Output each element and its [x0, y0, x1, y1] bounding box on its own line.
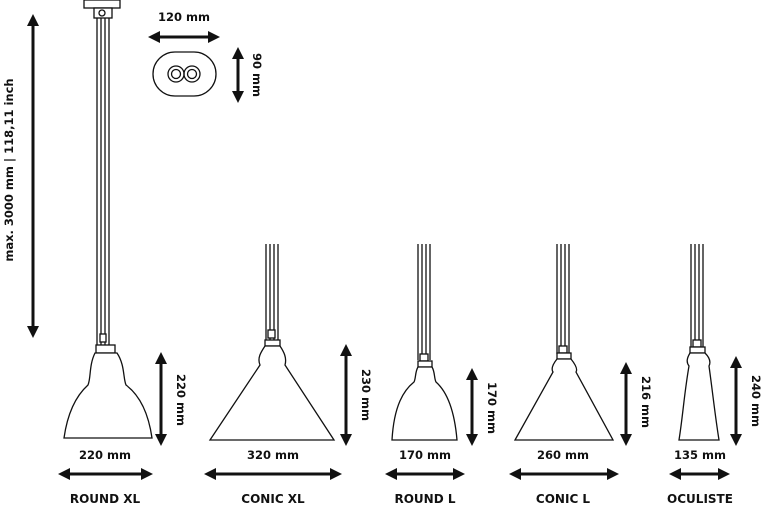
round-xl-shade	[63, 352, 153, 439]
lamp-round-l: 170 mm 170 mm ROUND L	[385, 244, 499, 506]
round-l-name: ROUND L	[394, 492, 455, 506]
conic-xl-name: CONIC XL	[241, 492, 305, 506]
lamp-round-xl: 220 mm 220 mm ROUND XL	[58, 0, 188, 506]
oculiste-width-label: 135 mm	[674, 448, 726, 462]
total-length-label: max. 3000 mm | 118,11 inch	[2, 78, 16, 261]
canopy-width-label: 120 mm	[158, 10, 210, 24]
conic-l-name: CONIC L	[536, 492, 591, 506]
lamp-conic-l: 216 mm 260 mm CONIC L	[509, 244, 653, 506]
canopy-hole-right	[183, 65, 201, 83]
oculiste-height-label: 240 mm	[749, 375, 763, 427]
round-l-width-label: 170 mm	[399, 448, 451, 462]
conic-l-width-label: 260 mm	[537, 448, 589, 462]
canopy-plate	[152, 51, 217, 97]
conic-l-height-label: 216 mm	[639, 376, 653, 428]
lamp-conic-xl: 230 mm 320 mm CONIC XL	[204, 244, 373, 506]
round-l-height-label: 170 mm	[485, 382, 499, 434]
oculiste-shade	[678, 352, 720, 441]
canopy-top-view: 120 mm 90 mm	[148, 10, 264, 103]
oculiste-name: OCULISTE	[667, 492, 733, 506]
total-length-dimension: max. 3000 mm | 118,11 inch	[2, 13, 39, 338]
conic-xl-width-label: 320 mm	[247, 448, 299, 462]
lamp-oculiste: 240 mm 135 mm OCULISTE	[667, 244, 763, 506]
canopy-hole-left	[167, 65, 185, 83]
canopy-depth-label: 90 mm	[250, 53, 264, 97]
conic-xl-height-label: 230 mm	[359, 369, 373, 421]
round-l-shade	[391, 366, 458, 441]
round-xl-width-label: 220 mm	[79, 448, 131, 462]
round-xl-height-label: 220 mm	[174, 374, 188, 426]
conic-l-shade	[513, 358, 615, 441]
round-xl-name: ROUND XL	[70, 492, 141, 506]
conic-xl-shade	[208, 345, 336, 441]
